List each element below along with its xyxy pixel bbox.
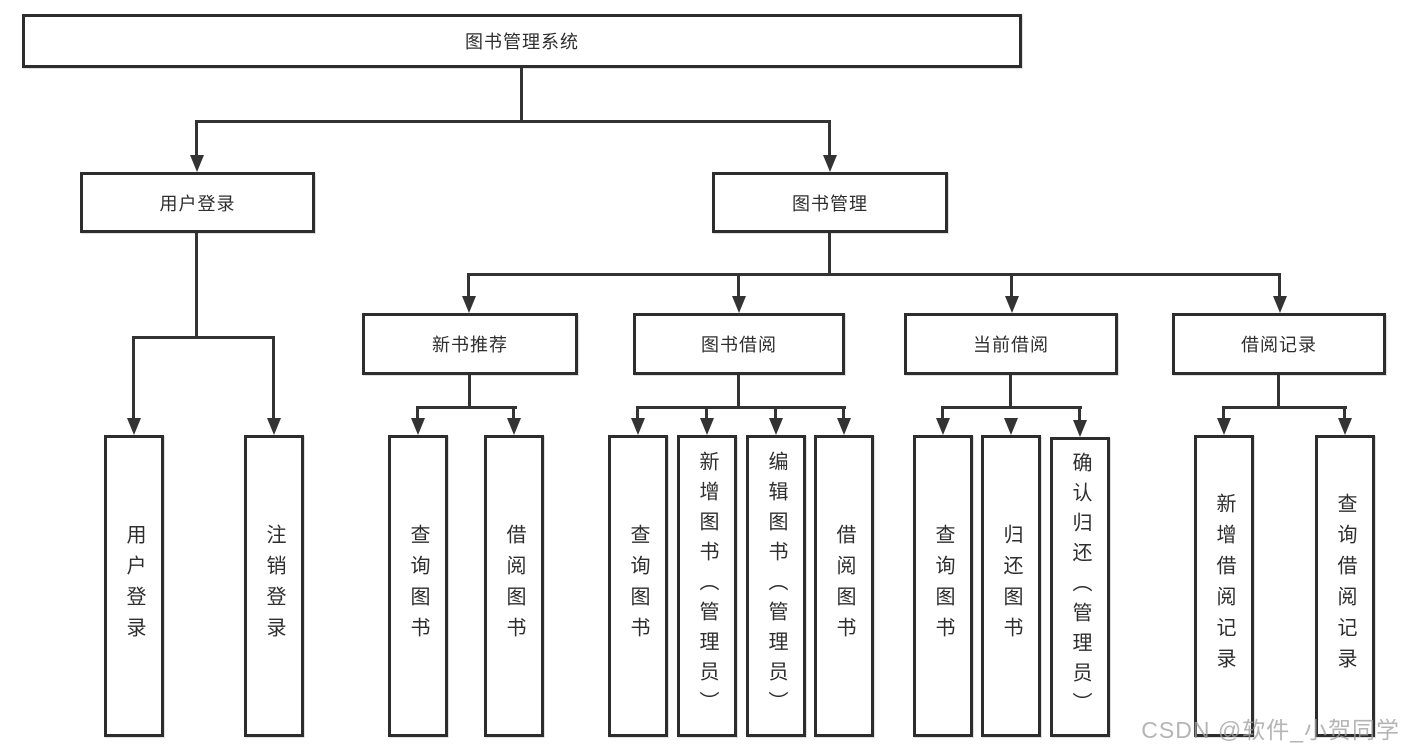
arrow-down-icon	[1004, 418, 1018, 435]
leaf-borrow-books-recommend: 借阅图书	[484, 435, 544, 737]
connector-line	[195, 120, 831, 123]
leaf-confirm-return-admin-label: 确认归还（管理员）	[1069, 452, 1091, 722]
connector-line	[828, 120, 831, 158]
connector-line	[636, 406, 639, 421]
connector-line	[416, 406, 419, 421]
leaf-query-books-current-label: 查询图书	[932, 524, 954, 648]
arrow-down-icon	[1273, 296, 1287, 313]
leaf-query-borrow-record-label: 查询借阅记录	[1334, 493, 1356, 679]
node-user-login-label: 用户登录	[159, 193, 236, 214]
arrow-down-icon	[1073, 420, 1087, 437]
connector-line	[737, 375, 740, 409]
connector-line	[132, 336, 275, 339]
node-borrow-records-label: 借阅记录	[1241, 335, 1317, 355]
leaf-query-books-borrowing: 查询图书	[608, 435, 668, 737]
arrow-down-icon	[507, 418, 521, 435]
leaf-add-books-admin-label: 新增图书（管理员）	[696, 451, 718, 721]
leaf-logout-label: 注销登录	[263, 524, 285, 648]
node-new-book-recommend-label: 新书推荐	[432, 335, 508, 355]
node-book-borrowing: 图书借阅	[633, 313, 845, 375]
arrow-down-icon	[837, 418, 851, 435]
connector-line	[1277, 375, 1280, 409]
connector-line	[941, 406, 944, 421]
arrow-down-icon	[700, 418, 714, 435]
connector-line	[842, 406, 845, 421]
connector-line	[1010, 273, 1013, 298]
connector-line	[195, 233, 198, 336]
connector-line	[1343, 406, 1346, 421]
node-root: 图书管理系统	[22, 14, 1022, 68]
leaf-borrow-books-borrowing-label: 借阅图书	[833, 524, 855, 648]
leaf-add-borrow-record: 新增借阅记录	[1194, 435, 1254, 737]
node-new-book-recommend: 新书推荐	[362, 313, 578, 375]
connector-line	[1078, 406, 1081, 421]
leaf-edit-books-admin-label: 编辑图书（管理员）	[765, 451, 787, 721]
connector-line	[1222, 406, 1225, 421]
arrow-down-icon	[936, 418, 950, 435]
connector-line	[468, 375, 471, 409]
node-root-label: 图书管理系统	[465, 32, 579, 52]
leaf-logout: 注销登录	[244, 435, 304, 737]
connector-line	[467, 273, 1281, 276]
leaf-return-books: 归还图书	[981, 435, 1041, 737]
node-user-login: 用户登录	[80, 172, 315, 233]
connector-line	[467, 273, 470, 298]
connector-line	[1222, 406, 1347, 409]
node-current-borrowing-label: 当前借阅	[973, 335, 1049, 355]
leaf-borrow-books-borrowing: 借阅图书	[814, 435, 874, 737]
node-book-management: 图书管理	[712, 172, 948, 233]
leaf-confirm-return-admin: 确认归还（管理员）	[1050, 437, 1110, 737]
arrow-down-icon	[631, 418, 645, 435]
connector-line	[941, 406, 1082, 409]
leaf-query-books-recommend-label: 查询图书	[407, 524, 429, 648]
connector-line	[737, 273, 740, 298]
arrow-down-icon	[462, 296, 476, 313]
arrow-down-icon	[823, 155, 837, 172]
leaf-borrow-books-recommend-label: 借阅图书	[503, 524, 525, 648]
connector-line	[132, 336, 135, 420]
arrow-down-icon	[267, 418, 281, 435]
leaf-return-books-label: 归还图书	[1000, 524, 1022, 648]
node-borrow-records: 借阅记录	[1172, 313, 1386, 375]
connector-line	[195, 120, 198, 158]
leaf-query-books-current: 查询图书	[913, 435, 973, 737]
connector-line	[828, 233, 831, 273]
connector-line	[774, 406, 777, 421]
node-book-borrowing-label: 图书借阅	[701, 335, 777, 355]
connector-line	[272, 336, 275, 420]
connector-line	[512, 406, 515, 421]
leaf-query-borrow-record: 查询借阅记录	[1315, 435, 1375, 737]
arrow-down-icon	[411, 418, 425, 435]
arrow-down-icon	[1005, 296, 1019, 313]
leaf-user-login-label: 用户登录	[123, 524, 145, 648]
connector-line	[1009, 375, 1012, 409]
arrow-down-icon	[1338, 418, 1352, 435]
connector-line	[636, 406, 846, 409]
leaf-user-login: 用户登录	[104, 435, 164, 737]
connector-line	[705, 406, 708, 421]
arrow-down-icon	[769, 418, 783, 435]
arrow-down-icon	[190, 155, 204, 172]
connector-line	[416, 406, 517, 409]
connector-line	[1278, 273, 1281, 298]
leaf-edit-books-admin: 编辑图书（管理员）	[746, 435, 806, 737]
node-book-management-label: 图书管理	[792, 193, 868, 214]
leaf-query-books-borrowing-label: 查询图书	[627, 524, 649, 648]
arrow-down-icon	[732, 296, 746, 313]
leaf-add-books-admin: 新增图书（管理员）	[677, 435, 737, 737]
leaf-query-books-recommend: 查询图书	[388, 435, 448, 737]
watermark: CSDN @软件_小贺同学	[1141, 717, 1400, 743]
leaf-add-borrow-record-label: 新增借阅记录	[1213, 493, 1235, 679]
arrow-down-icon	[1217, 418, 1231, 435]
node-current-borrowing: 当前借阅	[904, 313, 1118, 375]
connector-line	[520, 68, 523, 120]
arrow-down-icon	[127, 418, 141, 435]
